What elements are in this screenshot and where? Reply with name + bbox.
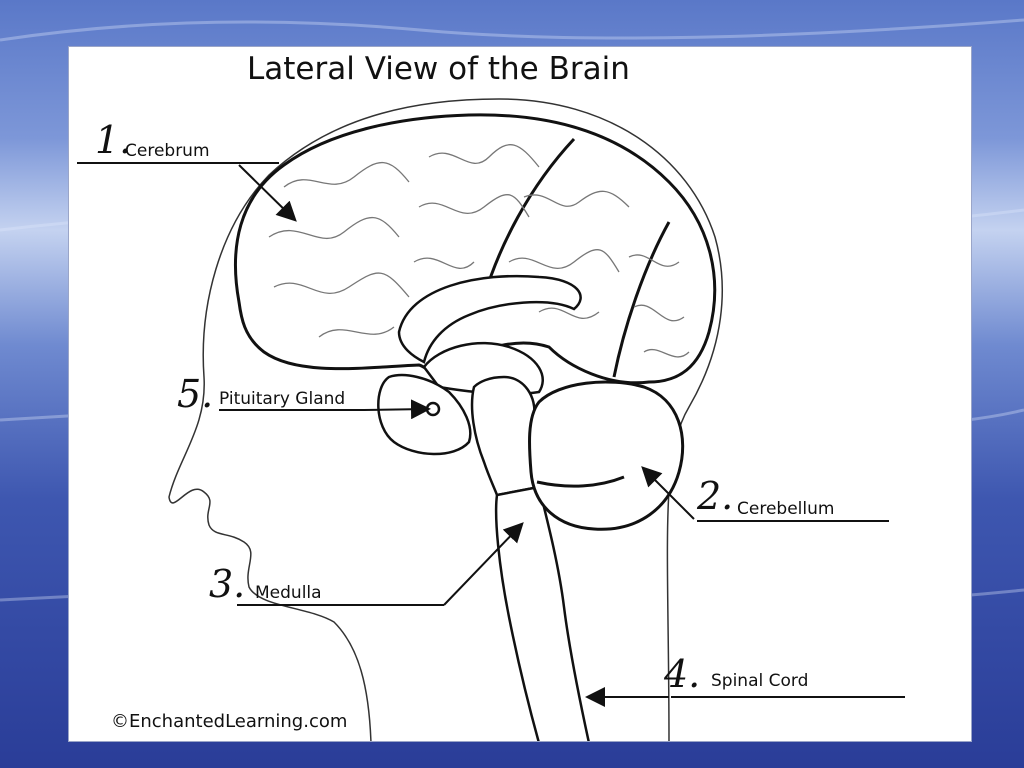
corpus-callosum [397, 274, 582, 364]
label-3-number: 3. [209, 562, 246, 606]
label-1-number: 1. [95, 118, 132, 162]
slide-panel: Lateral View of the Brain [68, 46, 972, 742]
leader-lines [77, 162, 905, 707]
label-pituitary-gland: Pituitary Gland [219, 389, 346, 409]
label-5-number: 5. [177, 372, 214, 416]
brain-diagram [77, 98, 905, 741]
label-cerebellum: Cerebellum [737, 499, 835, 519]
head-outline [168, 98, 723, 741]
label-spinal-cord: Spinal Cord [711, 671, 809, 691]
label-cerebrum: Cerebrum [125, 141, 210, 161]
cerebellum-fold [536, 475, 625, 488]
parieto-occipital-line [612, 221, 671, 378]
credit-text: ©EnchantedLearning.com [111, 711, 348, 732]
cerebrum-outline [233, 113, 717, 385]
cerebellum [528, 380, 685, 531]
label-4-number: 4. [664, 652, 701, 696]
label-2-number: 2. [697, 474, 734, 518]
gyri-pattern [268, 144, 690, 358]
pituitary-gland [425, 401, 441, 417]
diagram-title: Lateral View of the Brain [247, 51, 630, 87]
spinal-cord [494, 485, 590, 741]
label-medulla: Medulla [255, 583, 322, 603]
